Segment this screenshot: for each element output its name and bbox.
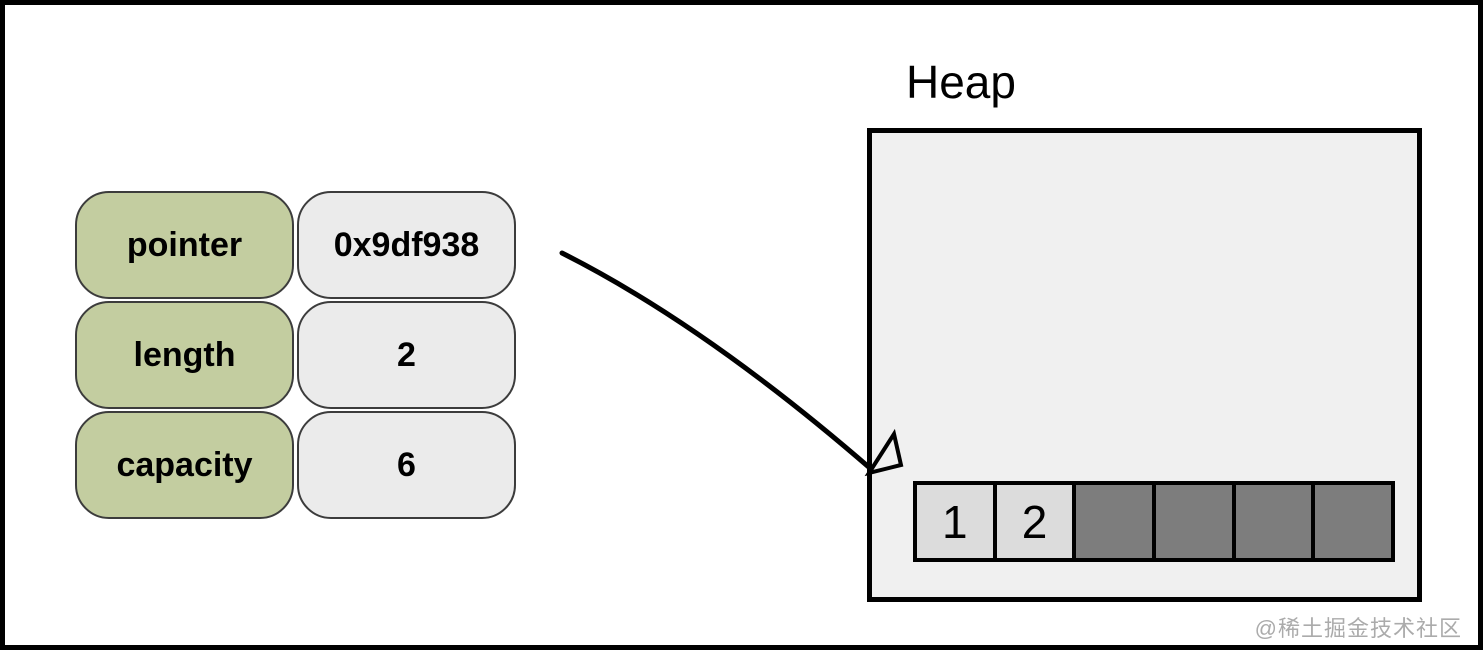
field-value-capacity: 6 [297,411,516,519]
struct-row-capacity: capacity 6 [75,411,516,519]
heap-cell [1311,481,1396,562]
field-label-length: length [75,301,294,409]
heap-box: 1 2 [867,128,1422,602]
struct-row-pointer: pointer 0x9df938 [75,191,516,299]
field-label-pointer: pointer [75,191,294,299]
heap-cell [1072,481,1157,562]
heap-cell [1152,481,1236,562]
heap-cell: 2 [992,481,1077,562]
field-value-length: 2 [297,301,516,409]
field-value-pointer: 0x9df938 [297,191,516,299]
heap-cell: 1 [913,481,997,562]
watermark: @稀土掘金技术社区 [1254,616,1462,641]
heap-cell [1231,481,1316,562]
field-label-capacity: capacity [75,411,294,519]
heap-array: 1 2 [913,481,1396,562]
heap-title: Heap [906,56,1016,108]
struct-row-length: length 2 [75,301,516,409]
